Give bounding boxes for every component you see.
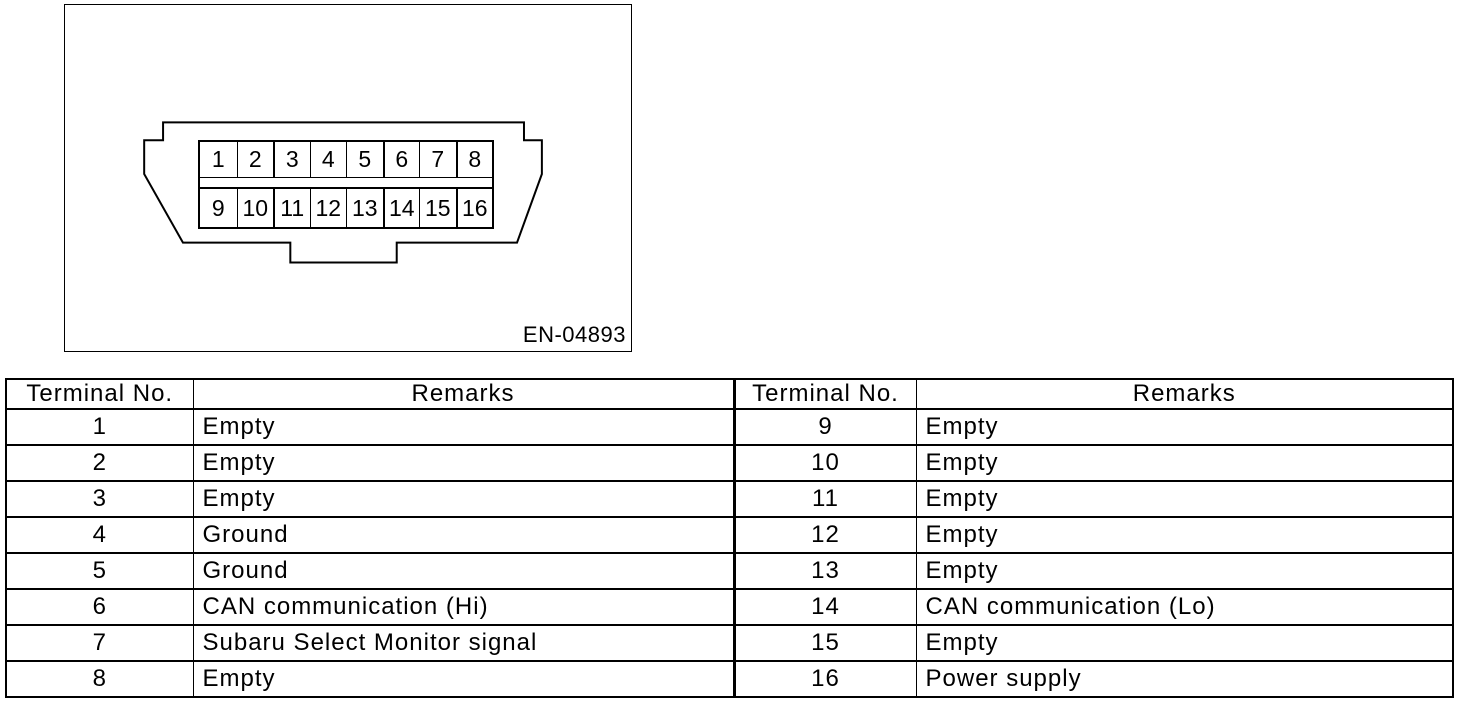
- terminal-no-cell: 13: [732, 552, 917, 590]
- table-row: 4 Ground 12 Empty: [5, 516, 1454, 554]
- pin-cell-3: 3: [273, 142, 310, 177]
- remarks-cell: Empty: [915, 552, 1454, 590]
- pin-cell-2: 2: [236, 142, 274, 177]
- terminal-no-cell: 2: [5, 444, 194, 482]
- pin-cell-15: 15: [419, 189, 456, 227]
- remarks-cell: Empty: [915, 624, 1454, 662]
- terminal-no-cell: 4: [5, 516, 194, 554]
- remarks-cell: Ground: [192, 552, 735, 590]
- table-row: 7 Subaru Select Monitor signal 15 Empty: [5, 624, 1454, 662]
- col-header-terminal-no-right: Terminal No.: [732, 378, 917, 410]
- table-row: 3 Empty 11 Empty: [5, 480, 1454, 518]
- remarks-cell: Empty: [192, 408, 735, 446]
- table-row: 6 CAN communication (Hi) 14 CAN communic…: [5, 588, 1454, 626]
- terminal-no-cell: 6: [5, 588, 194, 626]
- terminal-no-cell: 12: [732, 516, 917, 554]
- remarks-cell: Empty: [192, 660, 735, 698]
- terminal-no-cell: 5: [5, 552, 194, 590]
- terminal-table: Terminal No. Remarks Terminal No. Remark…: [5, 378, 1454, 698]
- pin-cell-11: 11: [273, 189, 310, 227]
- pin-cell-13: 13: [346, 189, 383, 227]
- table-row: 5 Ground 13 Empty: [5, 552, 1454, 590]
- pin-block-middle-band: [200, 177, 492, 189]
- pin-cell-10: 10: [236, 189, 274, 227]
- pin-cell-6: 6: [382, 142, 420, 177]
- pin-cell-9: 9: [211, 194, 225, 221]
- pin-cell-4: 4: [309, 142, 347, 177]
- remarks-cell: Subaru Select Monitor signal: [192, 624, 735, 662]
- remarks-cell: Empty: [915, 444, 1454, 482]
- pin-cell-16: 16: [455, 189, 493, 227]
- col-header-remarks-left: Remarks: [192, 378, 735, 410]
- pin-block: 1 2 3 4 5 6 7 8 9 10 11 12 13 14 15 16: [198, 140, 494, 229]
- pin-cell-14: 14: [382, 189, 420, 227]
- table-row: 8 Empty 16 Power supply: [5, 660, 1454, 698]
- figure-reference-label: EN-04893: [522, 322, 626, 347]
- connector-figure: 1 2 3 4 5 6 7 8 9 10 11 12 13 14 15 16 E…: [64, 4, 632, 352]
- terminal-no-cell: 16: [732, 660, 917, 698]
- remarks-cell: CAN communication (Hi): [192, 588, 735, 626]
- terminal-no-cell: 10: [732, 444, 917, 482]
- terminal-no-cell: 7: [5, 624, 194, 662]
- pin-row-bottom: 9 10 11 12 13 14 15 16: [200, 189, 492, 227]
- terminal-no-cell: 11: [732, 480, 917, 518]
- remarks-cell: Power supply: [915, 660, 1454, 698]
- pin-row-top: 1 2 3 4 5 6 7 8: [200, 142, 492, 177]
- pin-cell-1: 1: [211, 146, 225, 172]
- pin-cell-8: 8: [455, 142, 493, 177]
- remarks-cell: Empty: [192, 444, 735, 482]
- table-header-row: Terminal No. Remarks Terminal No. Remark…: [5, 378, 1454, 410]
- pin-cell-7: 7: [419, 142, 456, 177]
- remarks-cell: CAN communication (Lo): [915, 588, 1454, 626]
- remarks-cell: Empty: [192, 480, 735, 518]
- table-row: 2 Empty 10 Empty: [5, 444, 1454, 482]
- remarks-cell: Empty: [915, 516, 1454, 554]
- col-header-remarks-right: Remarks: [915, 378, 1454, 410]
- terminal-no-cell: 15: [732, 624, 917, 662]
- table-row: 1 Empty 9 Empty: [5, 408, 1454, 446]
- pin-cell-12: 12: [309, 189, 347, 227]
- terminal-no-cell: 3: [5, 480, 194, 518]
- col-header-terminal-no-left: Terminal No.: [5, 378, 194, 410]
- pin-cell-5: 5: [346, 142, 383, 177]
- remarks-cell: Empty: [915, 480, 1454, 518]
- remarks-cell: Empty: [915, 408, 1454, 446]
- terminal-no-cell: 1: [5, 408, 194, 446]
- terminal-no-cell: 8: [5, 660, 194, 698]
- terminal-no-cell: 9: [732, 408, 917, 446]
- remarks-cell: Ground: [192, 516, 735, 554]
- terminal-no-cell: 14: [732, 588, 917, 626]
